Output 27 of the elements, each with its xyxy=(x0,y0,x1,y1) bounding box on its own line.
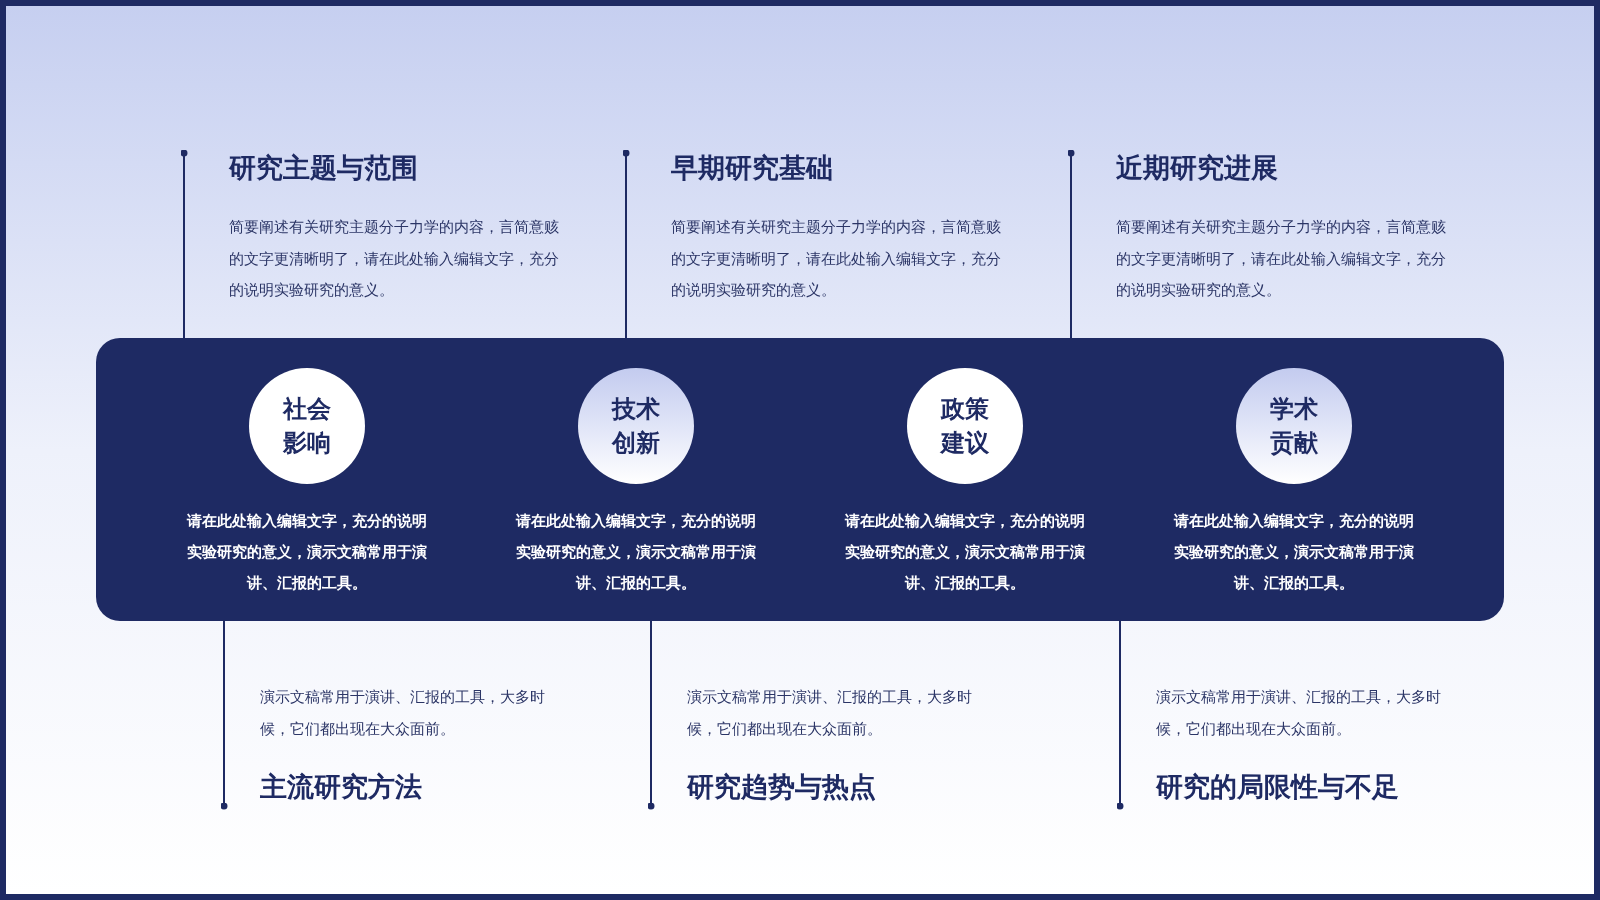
section-heading: 研究趋势与热点 xyxy=(687,770,877,805)
description-text: 请在此处输入编辑文字，充分的说明实验研究的意义，演示文稿常用于演讲、汇报的工具。 xyxy=(1173,511,1414,594)
section-heading: 早期研究基础 xyxy=(671,151,834,185)
connector-line xyxy=(1067,149,1075,339)
circle-title: 技术创新 xyxy=(610,393,661,459)
connector-line xyxy=(1116,620,1124,810)
circle-title: 学术贡献 xyxy=(1268,393,1319,459)
section-text: 演示文稿常用于演讲、汇报的工具，大多时候，它们都出现在大众面前。 xyxy=(687,688,973,739)
section-text: 简要阐述有关研究主题分子力学的内容，言简意赅的文字更清晰明了，请在此处输入编辑文字，充分的说明实验研究的意义。 xyxy=(229,218,560,301)
section-heading: 主流研究方法 xyxy=(260,770,423,805)
connector-line xyxy=(180,149,188,339)
circle-title: 社会影响 xyxy=(281,393,332,459)
section-heading: 近期研究进展 xyxy=(1116,151,1279,185)
description-text: 请在此处输入编辑文字，充分的说明实验研究的意义，演示文稿常用于演讲、汇报的工具。 xyxy=(186,511,427,594)
circle-title: 政策建议 xyxy=(939,393,990,459)
timeline-band xyxy=(96,338,1504,621)
connector-line xyxy=(622,149,630,339)
description-text: 请在此处输入编辑文字，充分的说明实验研究的意义，演示文稿常用于演讲、汇报的工具。 xyxy=(844,511,1085,594)
connector-line xyxy=(647,620,655,810)
section-text: 简要阐述有关研究主题分子力学的内容，言简意赅的文字更清晰明了，请在此处输入编辑文字，充分的说明实验研究的意义。 xyxy=(1116,218,1447,301)
section-text: 简要阐述有关研究主题分子力学的内容，言简意赅的文字更清晰明了，请在此处输入编辑文字，充分的说明实验研究的意义。 xyxy=(671,218,1002,301)
connector-line xyxy=(220,620,228,810)
section-text: 演示文稿常用于演讲、汇报的工具，大多时候，它们都出现在大众面前。 xyxy=(1156,688,1442,739)
description-text: 请在此处输入编辑文字，充分的说明实验研究的意义，演示文稿常用于演讲、汇报的工具。 xyxy=(515,511,756,594)
section-heading: 研究的局限性与不足 xyxy=(1156,770,1400,805)
section-heading: 研究主题与范围 xyxy=(229,151,419,185)
section-text: 演示文稿常用于演讲、汇报的工具，大多时候，它们都出现在大众面前。 xyxy=(260,688,546,739)
